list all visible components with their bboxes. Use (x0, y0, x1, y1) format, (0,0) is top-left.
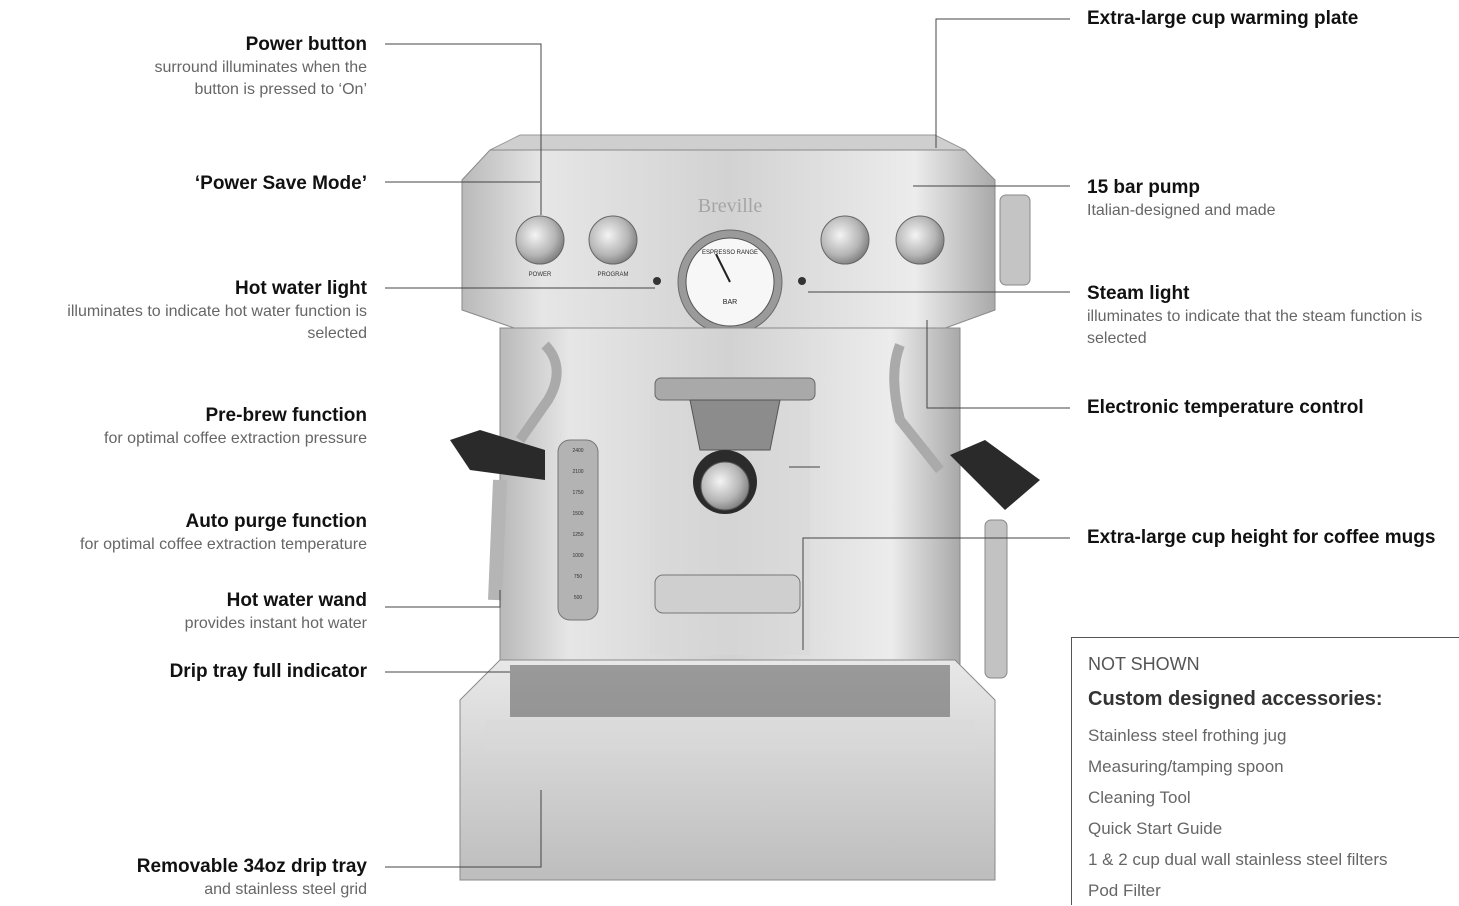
water-tank-mark: 2100 (572, 469, 583, 475)
callout-title: Drip tray full indicator (169, 661, 367, 682)
not-shown-box: NOT SHOWN Custom designed accessories: S… (1071, 637, 1459, 905)
callout-title: Pre-brew function (205, 405, 367, 426)
power-knob-label: POWER (529, 272, 552, 278)
callout-power-button: Power button surround illuminates when t… (0, 33, 367, 101)
steam-light (798, 277, 806, 285)
callout-desc: illuminates to indicate that the steam f… (1087, 308, 1423, 347)
hot-water-light (653, 277, 661, 285)
callout-hot-water-light: Hot water light illuminates to indicate … (0, 277, 367, 345)
callout-title: ‘Power Save Mode’ (194, 173, 367, 194)
callout-removable-drip-tray: Removable 34oz drip tray and stainless s… (0, 855, 367, 901)
water-tank-mark: 2400 (572, 448, 583, 454)
callout-desc: illuminates to indicate hot water functi… (67, 303, 367, 342)
program-knob-label: PROGRAM (597, 272, 628, 278)
program-knob (588, 215, 638, 265)
callout-title: Removable 34oz drip tray (136, 856, 367, 877)
water-tank-mark: 750 (574, 574, 583, 580)
callout-15-bar-pump: 15 bar pump Italian-designed and made (1087, 176, 1447, 222)
callout-title: Auto purge function (185, 511, 367, 532)
callout-title: Extra-large cup height for coffee mugs (1087, 527, 1436, 548)
callout-title: Extra-large cup warming plate (1087, 8, 1359, 29)
list-item: Stainless steel frothing jug (1088, 726, 1287, 745)
callout-desc: Italian-designed and made (1087, 202, 1276, 219)
gauge-bar-label: BAR (723, 299, 737, 306)
callout-drip-tray-full-indicator: Drip tray full indicator (0, 660, 367, 684)
gauge-arc-text: ESPRESSO RANGE (702, 250, 758, 256)
power-knob (515, 215, 565, 265)
water-tank-mark: 1750 (572, 490, 583, 496)
callout-desc: for optimal coffee extraction pressure (104, 430, 367, 447)
callout-desc: surround illuminates when the button is … (154, 59, 367, 98)
accessories-list: Stainless steel frothing jug Measuring/t… (1088, 720, 1388, 906)
single-shot-knob (820, 215, 870, 265)
water-tank-mark: 1000 (572, 553, 583, 559)
callout-title: Electronic temperature control (1087, 397, 1364, 418)
list-item: Measuring/tamping spoon (1088, 757, 1284, 776)
callout-cup-warming-plate: Extra-large cup warming plate (1087, 7, 1447, 31)
callout-pre-brew-function: Pre-brew function for optimal coffee ext… (0, 404, 367, 450)
list-item: Cleaning Tool (1088, 788, 1191, 807)
water-tank-window (557, 439, 599, 621)
drip-tray-grid (510, 665, 950, 717)
callout-steam-light: Steam light illuminates to indicate that… (1087, 282, 1447, 350)
list-item: 1 & 2 cup dual wall stainless steel filt… (1088, 850, 1388, 869)
not-shown-heading: NOT SHOWN (1088, 654, 1200, 674)
callout-title: Hot water light (235, 278, 367, 299)
callout-title: Power button (245, 34, 367, 55)
water-tank-mark: 500 (574, 595, 583, 601)
brand-logo: Breville (698, 195, 763, 217)
water-tank-mark: 1500 (572, 511, 583, 517)
callout-title: Hot water wand (226, 590, 367, 611)
double-shot-knob (895, 215, 945, 265)
callout-hot-water-wand: Hot water wand provides instant hot wate… (0, 589, 367, 635)
accessories-heading: Custom designed accessories: (1088, 688, 1383, 710)
water-tank-mark: 1250 (572, 532, 583, 538)
callout-temperature-control: Electronic temperature control (1087, 396, 1447, 420)
callout-title: 15 bar pump (1087, 177, 1200, 198)
callout-desc: for optimal coffee extraction temperatur… (80, 536, 367, 553)
callout-power-save-mode: ‘Power Save Mode’ (0, 172, 367, 196)
callout-auto-purge-function: Auto purge function for optimal coffee e… (0, 510, 367, 556)
callout-title: Steam light (1087, 283, 1190, 304)
callout-desc: provides instant hot water (184, 615, 367, 632)
list-item: Quick Start Guide (1088, 819, 1223, 838)
list-item: Pod Filter (1088, 881, 1161, 900)
callout-desc: and stainless steel grid (204, 881, 367, 898)
callout-cup-height: Extra-large cup height for coffee mugs (1087, 526, 1447, 550)
